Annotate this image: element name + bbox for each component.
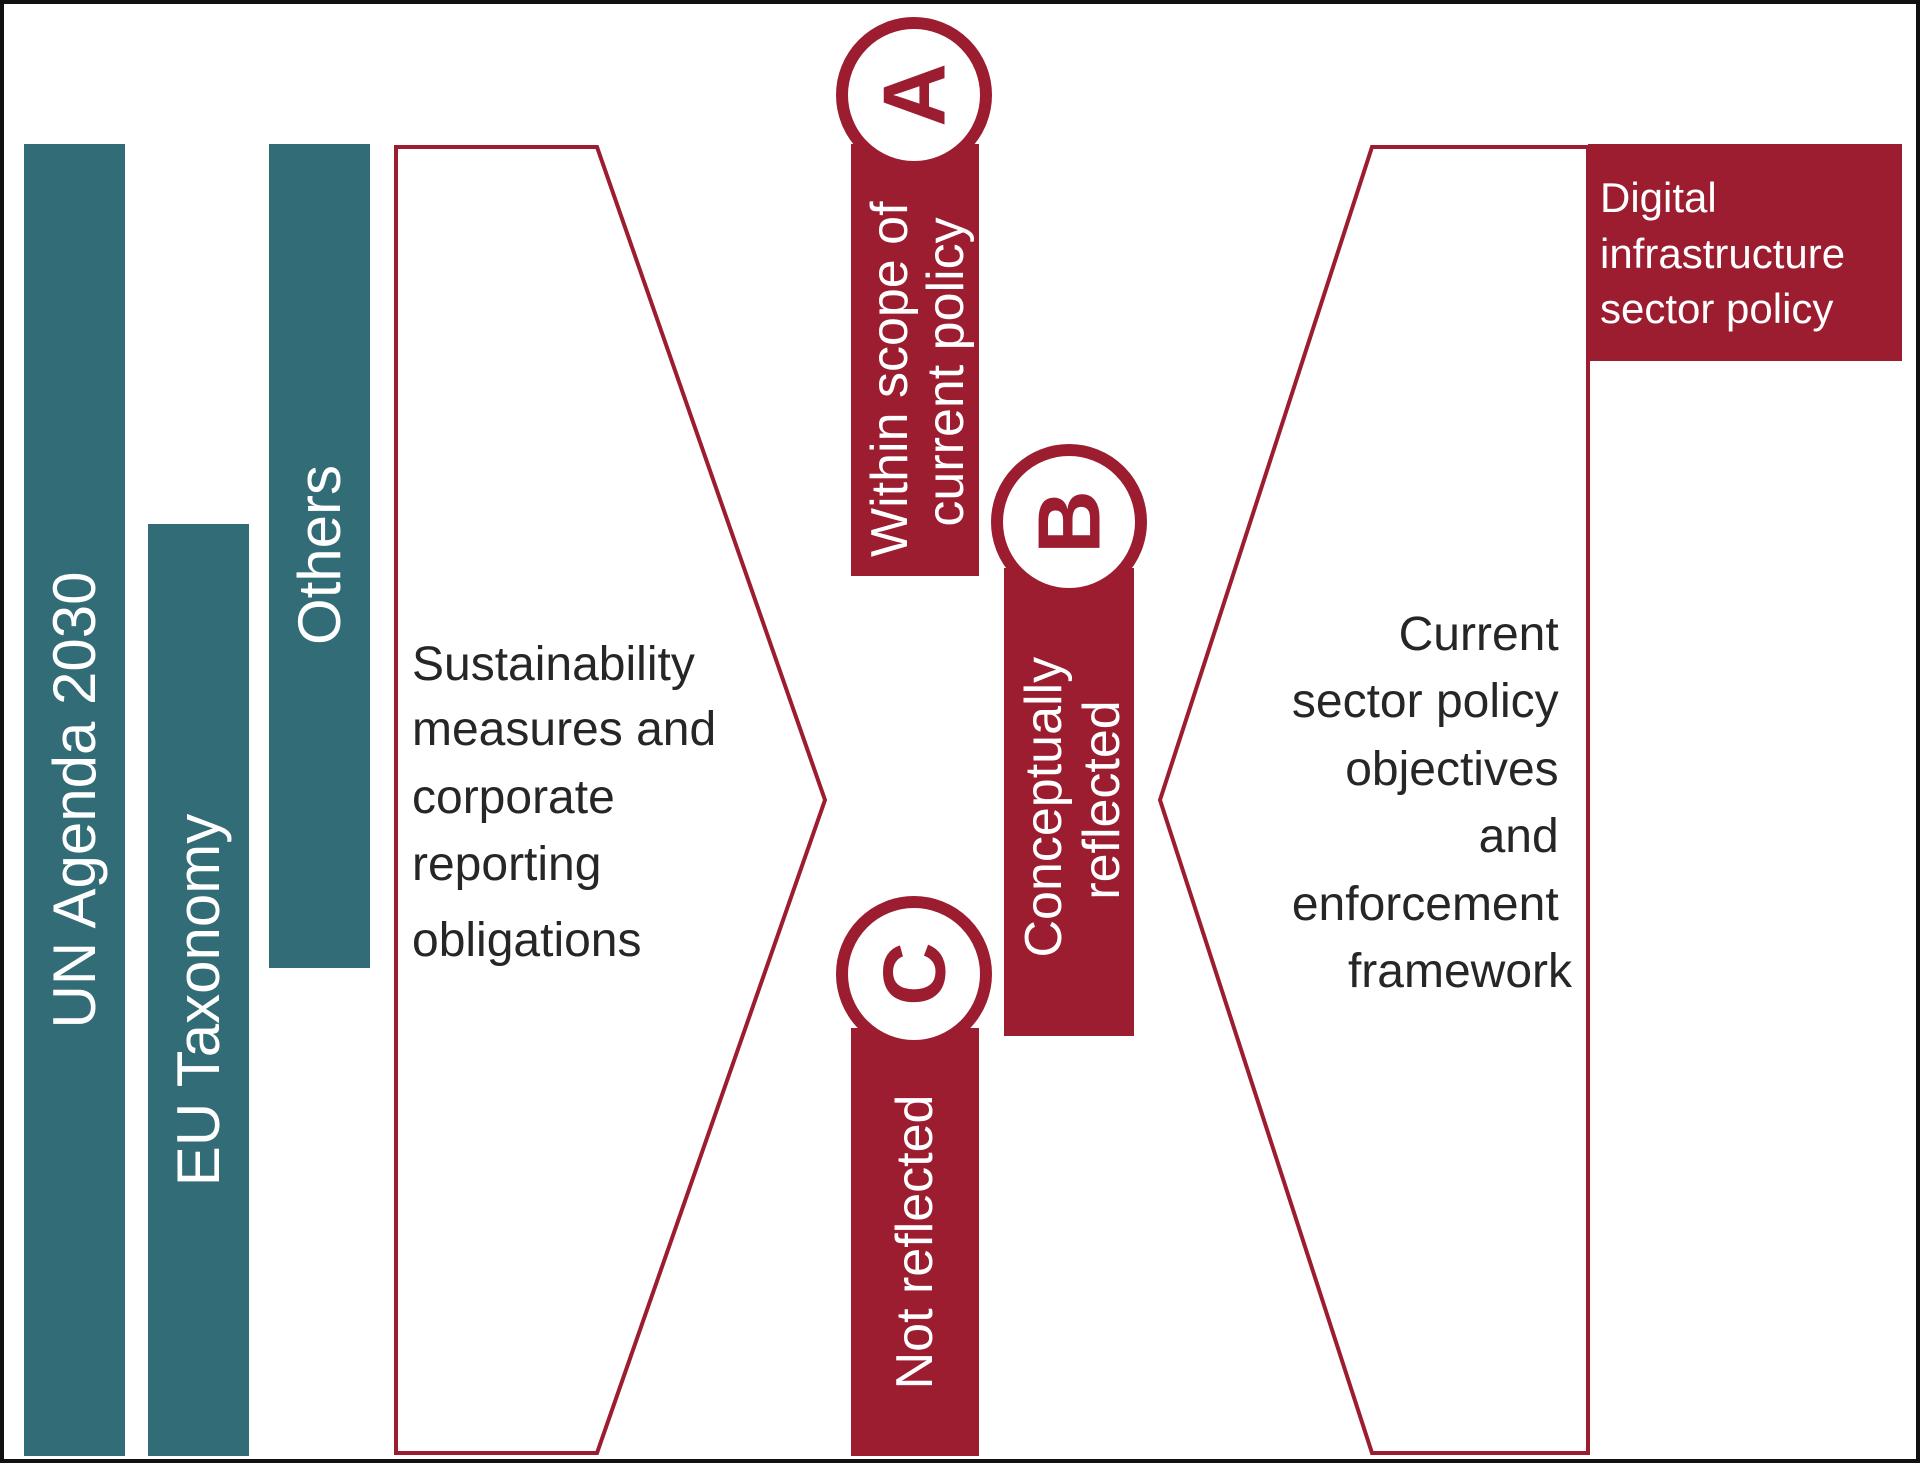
sector-policy-line: objectives (1345, 743, 1558, 796)
category-a-letter: A (865, 63, 964, 127)
digital-infrastructure-text: Digital infrastructure sector policy (1600, 174, 1857, 332)
category-b-label: Conceptually reflected (1015, 642, 1131, 957)
category-a-circle (836, 17, 992, 173)
category-b-letter: B (1020, 490, 1119, 554)
sector-policy-line: framework (1348, 945, 1573, 998)
digital-infrastructure-box (1588, 144, 1902, 361)
sector-policy-line: and (1479, 810, 1559, 863)
category-a-line: current policy (917, 217, 975, 526)
category-c-label: Not reflected (886, 1095, 944, 1390)
category-c-bar (851, 1028, 979, 1456)
category-a-label: Within scope of current policy (861, 187, 975, 557)
category-b-circle (991, 444, 1147, 600)
others-label: Others (286, 465, 353, 645)
category-b-line: reflected (1073, 700, 1131, 899)
eu-taxonomy-bar (148, 524, 249, 1456)
digital-infrastructure-line: sector policy (1600, 285, 1833, 332)
sector-policy-line: Current (1399, 608, 1572, 661)
digital-infrastructure-line: infrastructure (1600, 230, 1845, 277)
sector-policy-arrow (1157, 145, 1590, 1455)
sector-policy-line: enforcement (1292, 878, 1559, 931)
category-a-bar (851, 144, 979, 576)
sector-policy-text: Current sector policy objectives and enf… (1292, 608, 1573, 998)
category-a-line: Within scope of (861, 201, 919, 557)
category-c-circle (836, 896, 992, 1052)
sector-policy-line: sector policy (1292, 675, 1559, 728)
un-agenda-label: UN Agenda 2030 (41, 571, 108, 1028)
eu-taxonomy-label: EU Taxonomy (165, 814, 232, 1186)
category-b-bar (1004, 568, 1134, 1036)
sustainability-arrow (394, 145, 828, 1455)
others-bar (269, 144, 370, 968)
digital-infrastructure-line: Digital (1600, 174, 1717, 221)
sustainability-line: obligations (412, 914, 642, 967)
sustainability-line: corporate (412, 771, 615, 824)
category-c-letter: C (865, 942, 964, 1006)
sustainability-line: Sustainability (412, 638, 695, 691)
sustainability-text: Sustainability measures and corporate re… (412, 638, 730, 967)
un-agenda-bar (24, 144, 125, 1456)
sustainability-line: reporting (412, 838, 601, 891)
sustainability-line: measures and (412, 703, 716, 756)
category-b-line: Conceptually (1015, 657, 1073, 958)
